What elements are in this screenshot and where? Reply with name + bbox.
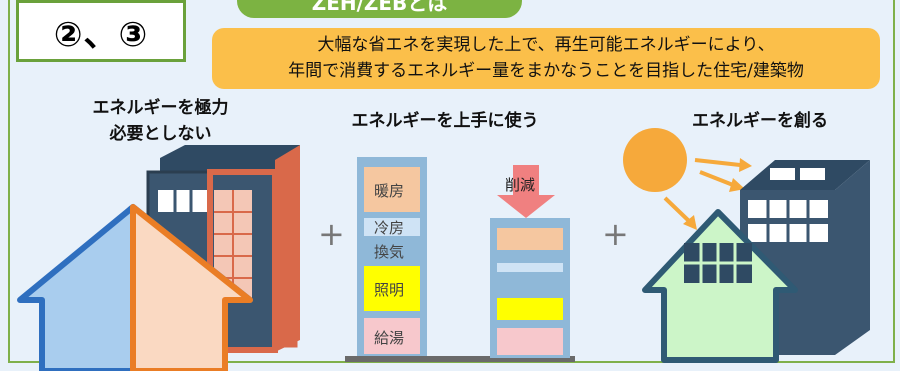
lighting-label: 照明: [374, 281, 404, 299]
heating-bar: [364, 167, 420, 212]
insulated-house-icon: [17, 204, 253, 371]
title-tab: ZEH/ZEBとは: [237, 0, 522, 18]
plus-sign-1: +: [318, 215, 345, 253]
energy-use-stack: 暖房 冷房 換気 照明 給湯: [345, 157, 575, 362]
reduced-energy-stack: [490, 218, 570, 358]
cooling-label: 冷房: [374, 219, 404, 237]
cooling-bar: [364, 218, 420, 236]
section-badge: ②、③: [16, 0, 186, 62]
left-heading-line-2: 必要としない: [109, 124, 212, 144]
middle-heading: エネルギーを上手に使う: [351, 111, 539, 131]
insulated-building-icon: [146, 145, 300, 353]
hot-water-bar: [364, 318, 420, 354]
lighting-bar: [364, 266, 420, 311]
solar-house-icon: [642, 209, 798, 363]
sun-icon: [623, 128, 687, 192]
sunlight-arrows-icon: [663, 158, 752, 230]
reduction-label: 削減: [505, 176, 535, 194]
left-heading-line-1: エネルギーを極力: [92, 98, 229, 118]
plus-sign-2: +: [602, 215, 629, 253]
hot-water-label: 給湯: [374, 329, 404, 347]
left-heading: エネルギーを極力 必要としない: [58, 95, 263, 147]
ventilation-label: 換気: [374, 243, 404, 261]
reduction-arrow-icon: 削減: [497, 165, 555, 218]
heating-label: 暖房: [374, 182, 404, 200]
banner-line-1: 大幅な省エネを実現した上で、再生可能エネルギーにより、: [317, 35, 775, 55]
right-heading: エネルギーを創る: [692, 111, 828, 131]
banner-line-2: 年間で消費するエネルギー量をまかなうことを目指した住宅/建築物: [288, 61, 804, 81]
definition-banner: 大幅な省エネを実現した上で、再生可能エネルギーにより、 年間で消費するエネルギー…: [212, 28, 880, 89]
